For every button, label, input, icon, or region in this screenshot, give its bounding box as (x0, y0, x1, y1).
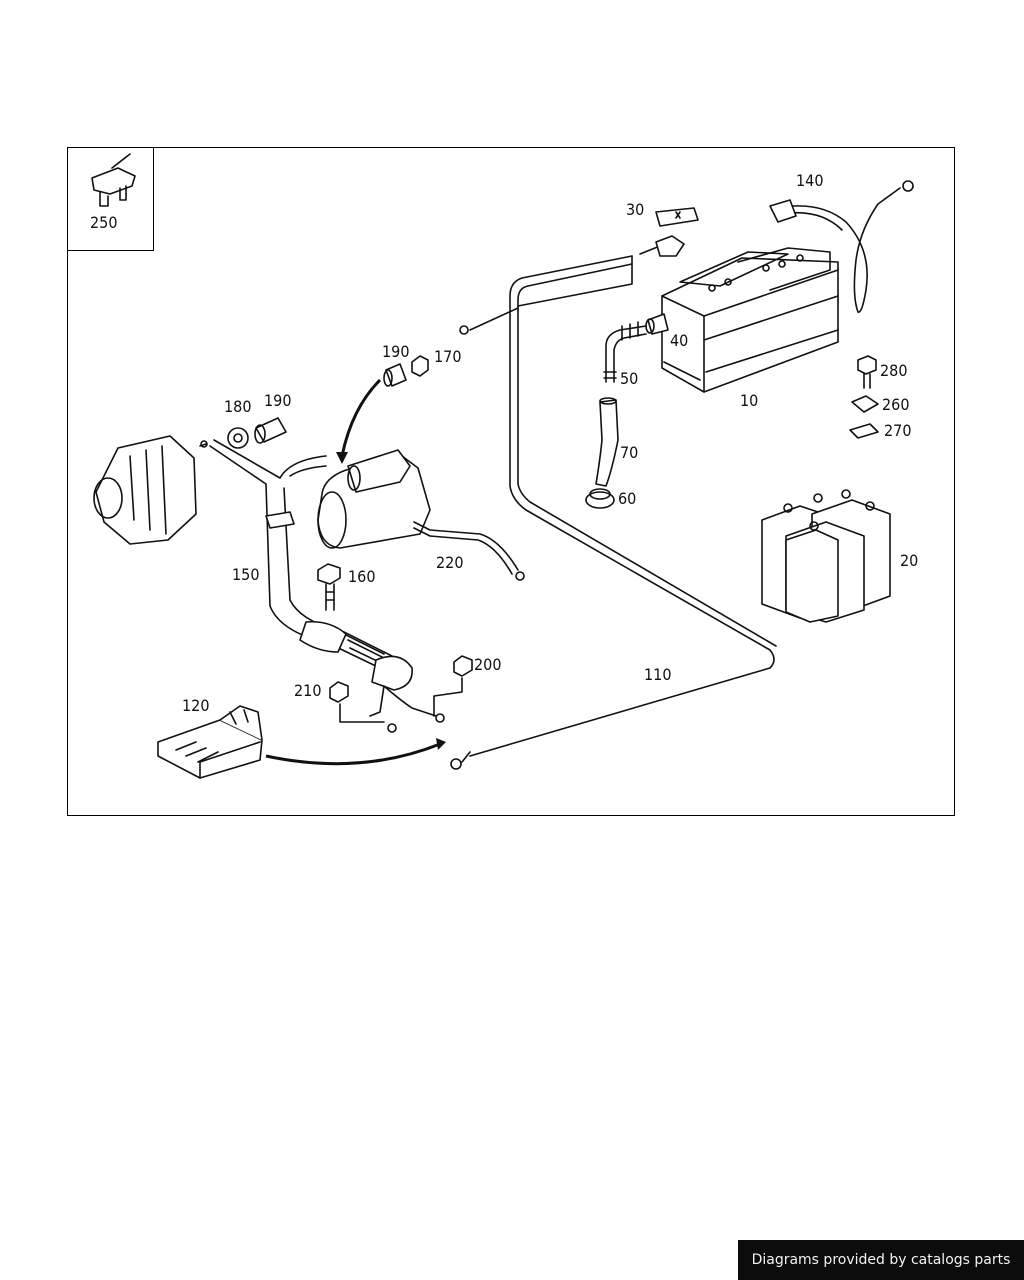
part-280-bolt (857, 355, 877, 389)
part-220-cable (413, 521, 525, 581)
part-190-bushing-left (254, 417, 287, 444)
label-20: 20 (900, 551, 918, 570)
ground-leads (369, 685, 445, 733)
label-170: 170 (434, 347, 461, 366)
part-40-cap (645, 313, 669, 335)
part-30-cover (655, 207, 699, 227)
label-160: 160 (348, 567, 375, 586)
label-140: 140 (796, 171, 823, 190)
label-190b: 190 (264, 391, 291, 410)
footer-credit-banner: Diagrams provided by catalogs parts (738, 1240, 1024, 1280)
part-250-clip (91, 153, 136, 207)
starter-motor (317, 449, 431, 549)
diagram-frame (67, 147, 955, 816)
part-110-cable (450, 235, 777, 770)
label-180: 180 (224, 397, 251, 416)
label-70: 70 (620, 443, 638, 462)
part-170-nut (411, 355, 429, 377)
part-260-clip (851, 395, 879, 413)
label-270: 270 (884, 421, 911, 440)
part-180-washer (227, 427, 249, 449)
label-200: 200 (474, 655, 501, 674)
alternator (93, 435, 197, 545)
label-40: 40 (670, 331, 688, 350)
label-260: 260 (882, 395, 909, 414)
label-10: 10 (740, 391, 758, 410)
part-120-control-unit (157, 705, 263, 779)
label-110: 110 (644, 665, 671, 684)
part-140-cable (769, 180, 914, 313)
part-70-hose (595, 397, 619, 487)
label-190a: 190 (382, 342, 409, 361)
label-150: 150 (232, 565, 259, 584)
part-10-battery (661, 247, 839, 393)
part-50-elbow (603, 321, 647, 383)
part-60-grommet (585, 488, 615, 509)
part-200-nut (433, 655, 473, 717)
part-270-plate (849, 423, 879, 439)
part-150-harness (199, 439, 413, 691)
label-250: 250 (90, 213, 117, 232)
label-210: 210 (294, 681, 321, 700)
part-160-bolt (317, 563, 341, 611)
label-60: 60 (618, 489, 636, 508)
label-280: 280 (880, 361, 907, 380)
label-50: 50 (620, 369, 638, 388)
part-20-cell-pack (761, 489, 891, 623)
inset-box-250 (67, 147, 154, 251)
label-220: 220 (436, 553, 463, 572)
label-30: 30 (626, 200, 644, 219)
arrow-120-to-110 (265, 738, 446, 766)
arrow-190-to-starter (336, 378, 382, 464)
part-210-nut (329, 681, 385, 723)
label-120: 120 (182, 696, 209, 715)
part-190-bushing-top (383, 363, 407, 387)
